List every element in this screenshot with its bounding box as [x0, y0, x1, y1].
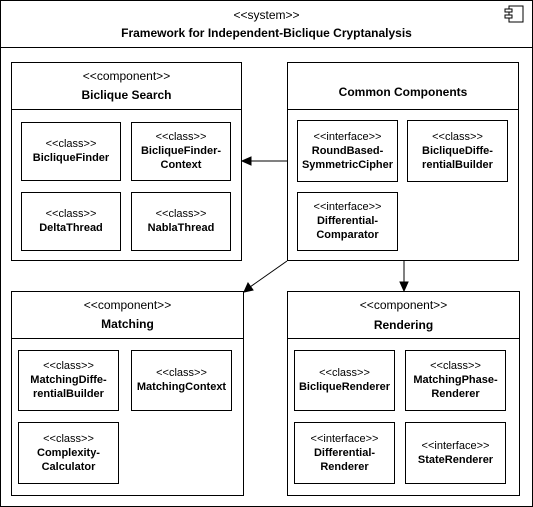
matching-divider: [11, 338, 244, 339]
class-name: BicliqueRenderer: [298, 381, 391, 393]
class-name: Complexity- Calculator: [37, 446, 100, 473]
class-matching-differential-builder: <<class>> MatchingDiffe- rentialBuilder: [18, 350, 119, 411]
class-stereotype: <<interface>>: [421, 439, 490, 452]
class-name: Differential- Comparator: [316, 215, 379, 241]
class-name: DeltaThread: [39, 222, 103, 234]
class-stereotype: <<class>>: [45, 138, 97, 150]
system-stereotype: <<system>>: [233, 8, 300, 22]
class-name: MatchingContext: [136, 381, 227, 393]
common-components-divider: [287, 109, 519, 110]
arrow-common-to-rendering: [399, 261, 409, 293]
class-stereotype: <<class>>: [155, 131, 207, 143]
biclique-search-title: Biclique Search: [81, 88, 172, 102]
class-biclique-renderer: <<class>> BicliqueRenderer: [294, 350, 395, 411]
class-stereotype: <<class>>: [45, 208, 97, 220]
interface-differential-renderer: <<interface>> Differential- Renderer: [294, 422, 395, 484]
interface-differential-comparator: <<interface>> Differential- Comparator: [297, 192, 398, 251]
class-nabla-thread: <<class>> NablaThread: [131, 192, 231, 251]
matching-stereotype: <<component>>: [83, 298, 172, 312]
interface-state-renderer: <<interface>> StateRenderer: [405, 422, 506, 484]
class-stereotype: <<interface>>: [313, 130, 382, 143]
class-stereotype: <<class>>: [43, 360, 94, 372]
class-stereotype: <<class>>: [432, 130, 483, 143]
common-components-title: Common Components: [338, 85, 468, 99]
class-stereotype: <<class>>: [319, 367, 370, 379]
class-stereotype: <<class>>: [156, 367, 207, 379]
system-title: Framework for Independent-Biclique Crypt…: [121, 26, 412, 40]
system-header-divider: [0, 47, 533, 48]
class-matching-phase-renderer: <<class>> MatchingPhase- Renderer: [405, 350, 506, 411]
class-stereotype: <<interface>>: [313, 201, 382, 213]
matching-title: Matching: [101, 317, 154, 331]
arrow-common-to-matching: [243, 260, 288, 293]
interface-round-based-symmetric-cipher: <<interface>> RoundBased- SymmetricCiphe…: [297, 120, 398, 182]
class-biclique-differential-builder: <<class>> BicliqueDiffe- rentialBuilder: [407, 120, 508, 182]
class-name: MatchingPhase- Renderer: [413, 374, 498, 400]
class-matching-context: <<class>> MatchingContext: [131, 350, 232, 411]
class-complexity-calculator: <<class>> Complexity- Calculator: [18, 422, 119, 484]
class-name: RoundBased- SymmetricCipher: [301, 144, 394, 171]
class-stereotype: <<class>>: [155, 208, 207, 220]
class-name: BicliqueFinder: [32, 152, 110, 164]
class-name: NablaThread: [147, 222, 215, 234]
class-name: Differential- Renderer: [313, 446, 376, 473]
class-stereotype: <<class>>: [43, 432, 94, 445]
rendering-divider: [287, 338, 520, 339]
class-name: MatchingDiffe- rentialBuilder: [30, 374, 107, 400]
class-stereotype: <<interface>>: [310, 432, 379, 445]
arrow-common-to-biclique-search: [240, 156, 287, 166]
class-name: BicliqueFinder- Context: [140, 145, 222, 171]
class-biclique-finder: <<class>> BicliqueFinder: [21, 122, 121, 181]
class-name: BicliqueDiffe- rentialBuilder: [422, 144, 493, 171]
class-delta-thread: <<class>> DeltaThread: [21, 192, 121, 251]
biclique-search-stereotype: <<component>>: [82, 69, 171, 83]
class-stereotype: <<class>>: [430, 360, 481, 372]
biclique-search-divider: [11, 109, 242, 110]
class-biclique-finder-context: <<class>> BicliqueFinder- Context: [131, 122, 231, 181]
rendering-title: Rendering: [373, 318, 434, 332]
rendering-stereotype: <<component>>: [359, 298, 448, 312]
class-name: StateRenderer: [417, 453, 494, 466]
